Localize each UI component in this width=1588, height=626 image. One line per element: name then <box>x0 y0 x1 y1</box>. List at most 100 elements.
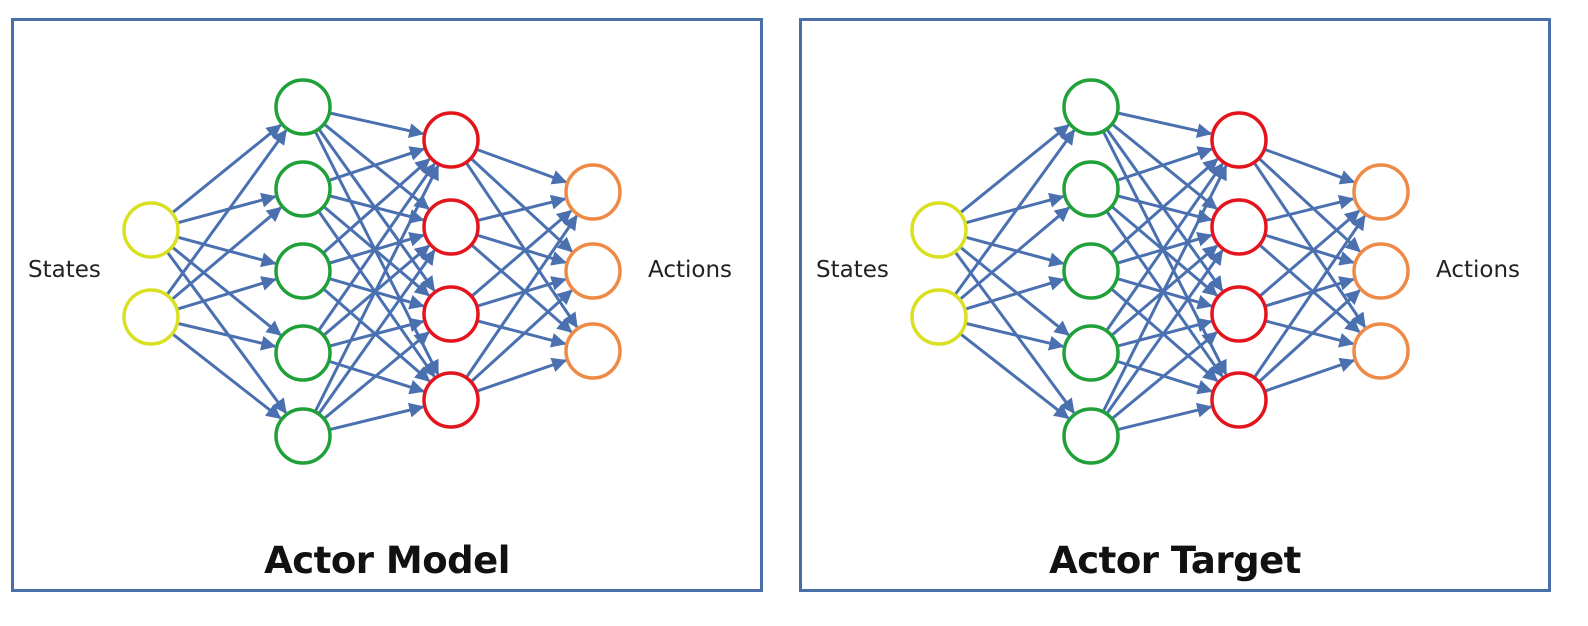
edge-hidden-2-2-to-output-1 <box>1265 194 1355 222</box>
edge-hidden-1-3-to-hidden-2-3 <box>329 277 425 310</box>
edge-input-2-to-hidden-1-5 <box>960 333 1070 420</box>
edge-hidden-2-4-to-output-2 <box>470 289 573 383</box>
actor-target-title: Actor Target <box>1049 539 1301 582</box>
input-node-1 <box>910 201 968 259</box>
edge-hidden-2-2-to-output-2 <box>1265 233 1355 266</box>
edge-hidden-2-3-to-output-3 <box>1265 319 1355 348</box>
states-label: States <box>816 257 889 283</box>
edge-hidden-2-4-to-output-3 <box>477 357 568 393</box>
states-label: States <box>28 257 101 283</box>
edge-hidden-1-5-to-hidden-2-1 <box>314 164 440 412</box>
edge-input-1-to-hidden-1-2 <box>177 192 277 225</box>
edge-hidden-1-1-to-hidden-2-3 <box>318 128 436 292</box>
actor-model-panel: States Actions Actor Model <box>11 18 763 592</box>
edge-hidden-1-1-to-hidden-2-1 <box>1117 111 1213 139</box>
edge-hidden-1-3-to-hidden-2-1 <box>323 158 431 254</box>
edge-hidden-2-4-to-output-1 <box>465 214 578 378</box>
hidden-2-node-4 <box>1210 371 1268 429</box>
edge-input-2-to-hidden-1-4 <box>965 322 1065 351</box>
output-node-3 <box>564 322 622 380</box>
edge-input-1-to-hidden-1-1 <box>171 124 282 214</box>
hidden-1-node-1 <box>1062 78 1120 136</box>
hidden-2-node-4 <box>422 371 480 429</box>
edge-input-2-to-hidden-1-3 <box>965 276 1065 311</box>
hidden-1-node-4 <box>1062 324 1120 382</box>
input-node-1 <box>122 201 180 259</box>
edge-hidden-1-5-to-hidden-2-3 <box>1111 331 1218 420</box>
edge-hidden-2-4-to-output-1 <box>1253 214 1366 378</box>
edge-hidden-2-3-to-output-2 <box>1265 276 1355 308</box>
actor-model-edges <box>166 111 579 431</box>
hidden-2-node-1 <box>422 111 480 169</box>
actions-label: Actions <box>1436 257 1521 283</box>
hidden-1-node-1 <box>274 78 332 136</box>
edge-input-2-to-hidden-1-5 <box>172 333 282 420</box>
actor-target-nodes <box>910 78 1410 465</box>
hidden-2-node-2 <box>1210 198 1268 256</box>
edge-hidden-2-2-to-output-2 <box>477 233 567 266</box>
actor-target-panel: States Actions Actor Target <box>799 18 1551 592</box>
edge-hidden-2-3-to-output-1 <box>471 209 573 297</box>
edge-input-2-to-hidden-1-3 <box>177 276 277 311</box>
edge-hidden-2-2-to-output-3 <box>1259 244 1361 334</box>
hidden-1-node-2 <box>274 160 332 218</box>
actor-target-network-diagram <box>910 78 1410 465</box>
edge-hidden-1-1-to-hidden-2-2 <box>323 123 430 210</box>
edge-hidden-1-5-to-hidden-2-2 <box>1105 249 1224 414</box>
edge-hidden-1-4-to-hidden-2-1 <box>1105 162 1224 331</box>
edge-input-2-to-hidden-1-1 <box>166 129 288 296</box>
edge-hidden-1-3-to-hidden-2-1 <box>1111 158 1219 254</box>
input-node-2 <box>910 288 968 346</box>
hidden-2-node-2 <box>422 198 480 256</box>
edge-hidden-1-5-to-hidden-2-4 <box>329 402 425 431</box>
actor-model-nodes <box>122 78 622 465</box>
hidden-2-node-3 <box>422 285 480 343</box>
hidden-1-node-3 <box>1062 242 1120 300</box>
output-node-1 <box>1352 163 1410 221</box>
hidden-2-node-1 <box>1210 111 1268 169</box>
edge-input-1-to-hidden-1-2 <box>965 192 1065 225</box>
edge-input-1-to-hidden-1-5 <box>166 251 288 414</box>
edge-hidden-1-5-to-hidden-2-3 <box>323 331 430 420</box>
actor-target-edges <box>954 111 1367 431</box>
edge-hidden-1-2-to-hidden-2-1 <box>329 146 425 182</box>
edge-hidden-2-3-to-output-2 <box>477 276 567 308</box>
edge-hidden-1-3-to-hidden-2-3 <box>1117 277 1213 310</box>
edge-input-1-to-hidden-1-1 <box>959 124 1070 214</box>
actions-label: Actions <box>648 257 733 283</box>
edge-hidden-1-5-to-hidden-2-2 <box>317 249 436 414</box>
edge-input-1-to-hidden-1-5 <box>954 251 1076 414</box>
edge-input-1-to-hidden-1-3 <box>177 235 277 268</box>
edge-hidden-1-1-to-hidden-2-2 <box>1111 123 1218 210</box>
hidden-2-node-3 <box>1210 285 1268 343</box>
actor-model-title: Actor Model <box>264 539 510 582</box>
edge-hidden-2-1-to-output-1 <box>1264 148 1356 185</box>
edge-hidden-2-3-to-output-3 <box>477 319 567 348</box>
edge-input-1-to-hidden-1-3 <box>965 235 1065 268</box>
edge-hidden-1-5-to-hidden-2-4 <box>1117 402 1213 431</box>
edge-hidden-1-2-to-hidden-2-1 <box>1117 146 1213 182</box>
edge-hidden-2-2-to-output-1 <box>477 194 567 222</box>
edge-input-2-to-hidden-1-2 <box>959 206 1070 301</box>
hidden-1-node-3 <box>274 242 332 300</box>
output-node-2 <box>564 242 622 300</box>
edge-hidden-1-1-to-hidden-2-3 <box>1106 128 1224 292</box>
edge-hidden-1-5-to-hidden-2-1 <box>1102 164 1228 412</box>
output-node-2 <box>1352 242 1410 300</box>
edge-hidden-2-4-to-output-2 <box>1258 289 1361 383</box>
edge-hidden-2-4-to-output-3 <box>1265 357 1356 393</box>
actor-model-network-diagram <box>122 78 622 465</box>
edge-input-2-to-hidden-1-2 <box>171 206 282 301</box>
hidden-1-node-5 <box>1062 407 1120 465</box>
output-node-3 <box>1352 322 1410 380</box>
input-node-2 <box>122 288 180 346</box>
edge-hidden-1-1-to-hidden-2-1 <box>329 111 425 139</box>
edge-hidden-2-2-to-output-3 <box>471 244 573 334</box>
output-node-1 <box>564 163 622 221</box>
edge-hidden-1-4-to-hidden-2-1 <box>317 162 436 331</box>
hidden-1-node-2 <box>1062 160 1120 218</box>
edge-input-2-to-hidden-1-4 <box>177 322 277 351</box>
edge-hidden-2-3-to-output-1 <box>1259 209 1361 297</box>
hidden-1-node-4 <box>274 324 332 382</box>
edge-input-2-to-hidden-1-1 <box>954 129 1076 296</box>
